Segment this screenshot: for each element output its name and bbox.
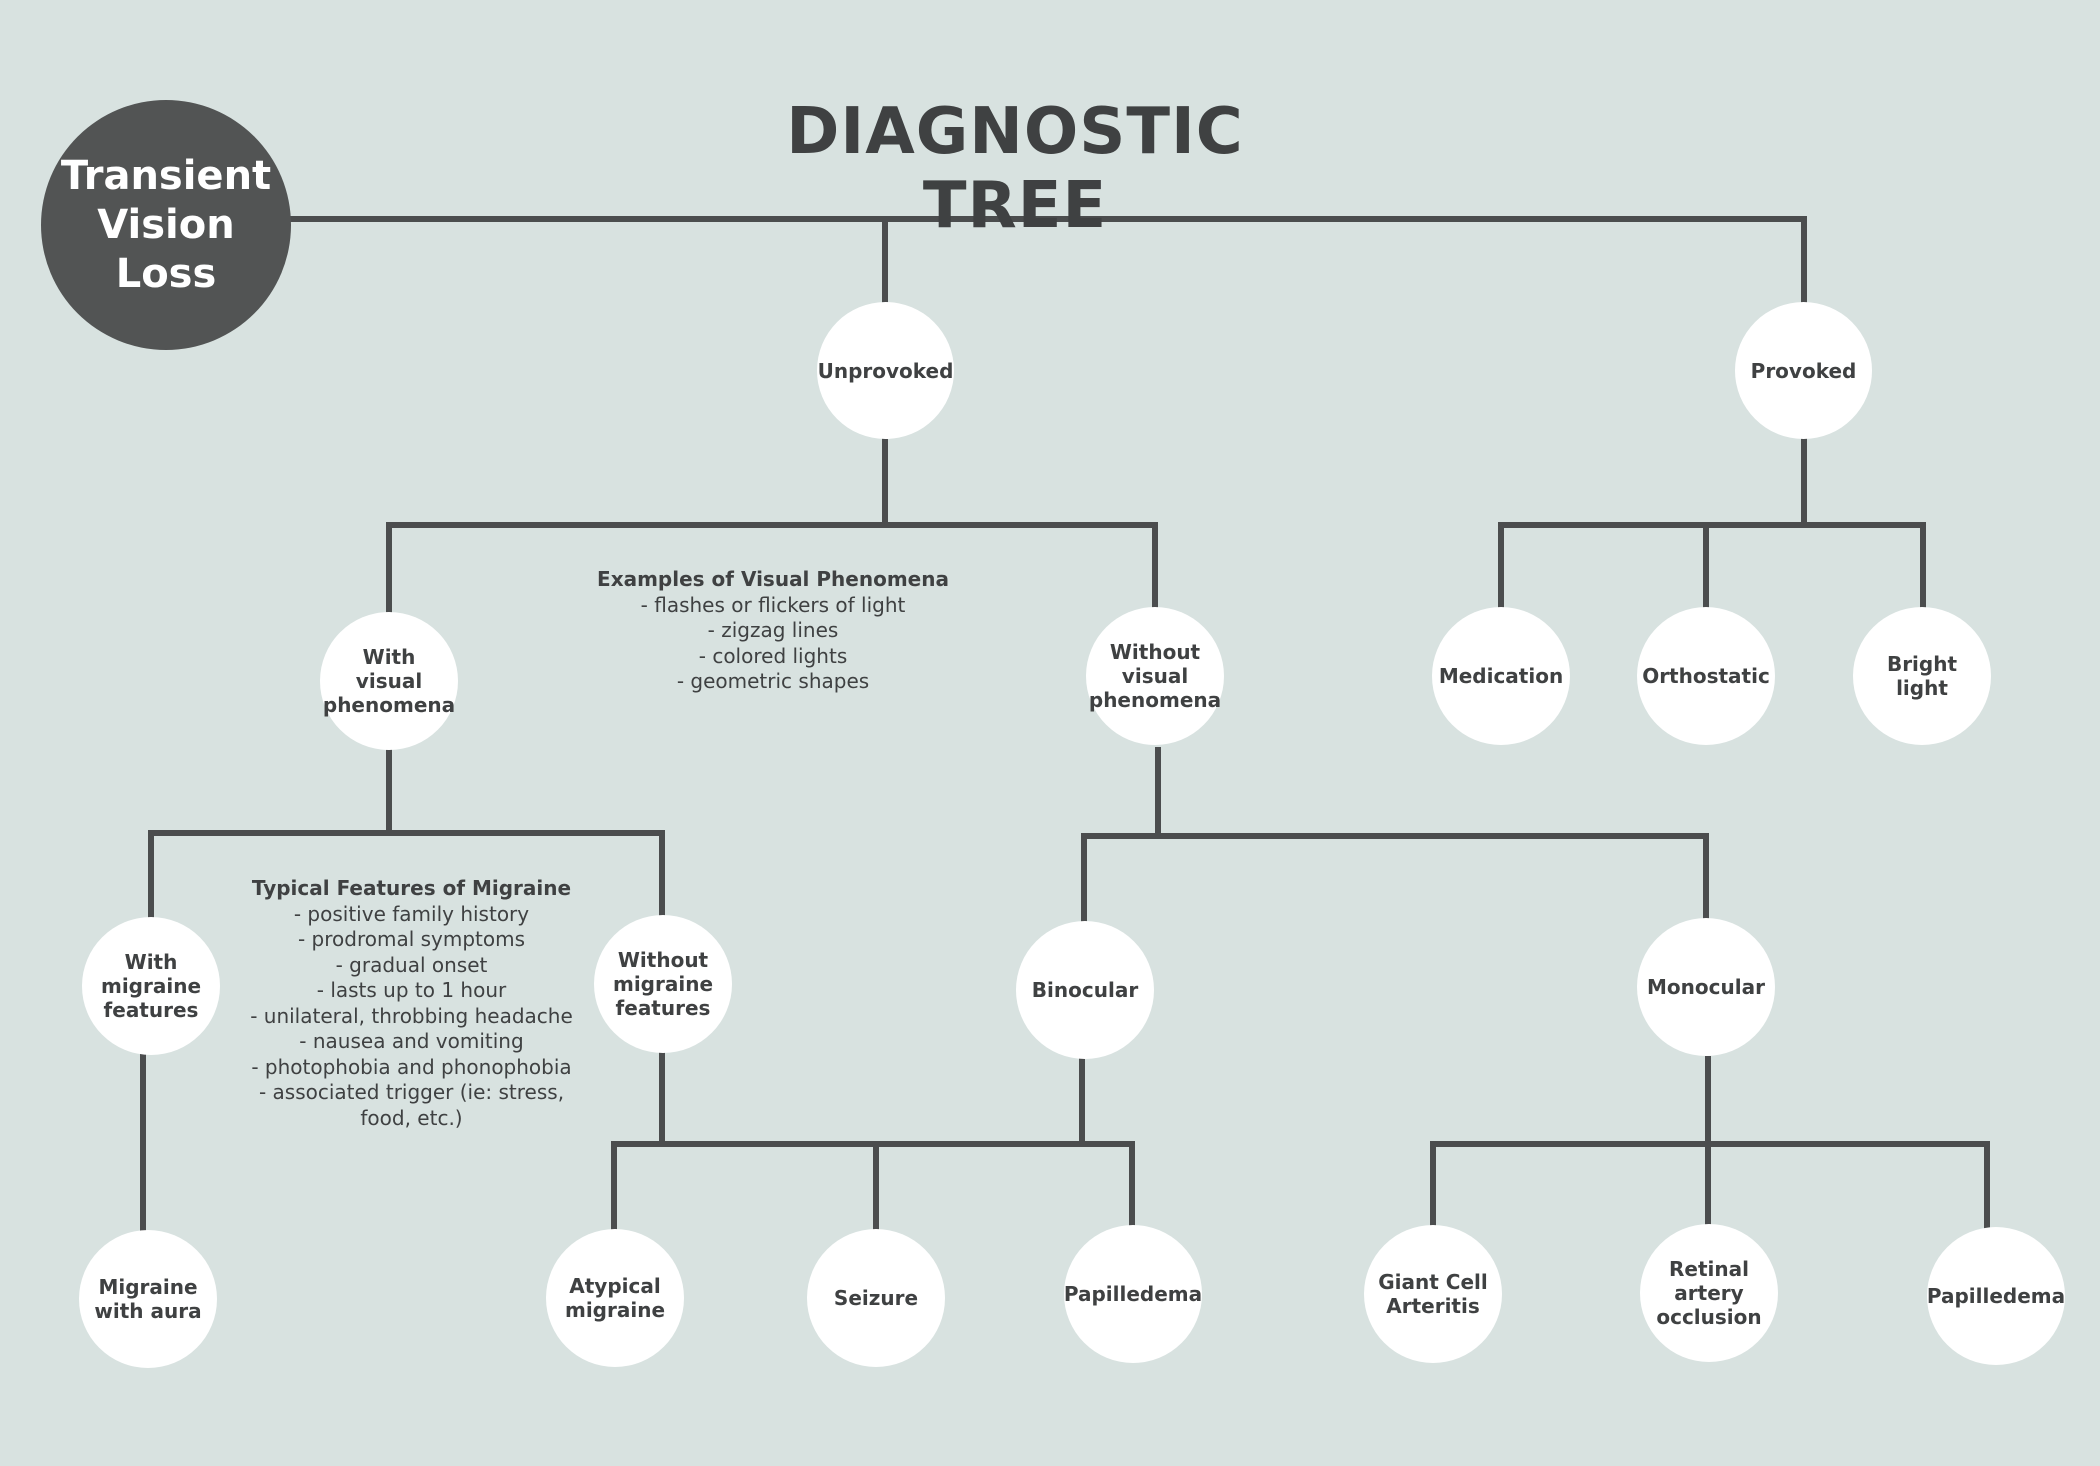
node-orthostatic: Orthostatic (1637, 607, 1775, 745)
node-binocular: Binocular (1016, 921, 1154, 1059)
list-item: - zigzag lines (707, 618, 839, 642)
node-papilledema-monocular: Papilledema (1927, 1227, 2065, 1365)
page-title: DIAGNOSTIC TREE (786, 95, 1244, 243)
migraine-features-list: - positive family history - prodromal sy… (244, 902, 579, 1132)
list-item: - prodromal symptoms (297, 927, 526, 951)
node-without-migraine-features: Without migraine features (594, 915, 732, 1053)
node-with-visual-phenomena: With visual phenomena (320, 612, 458, 750)
visual-phenomena-note: Examples of Visual Phenomena - flashes o… (583, 567, 963, 695)
list-item: - unilateral, throbbing headache (250, 1003, 573, 1028)
list-item: - geometric shapes (676, 669, 870, 693)
list-item: - lasts up to 1 hour (316, 978, 507, 1002)
migraine-features-note-heading: Typical Features of Migraine (251, 876, 572, 900)
list-item: - photophobia and phonophobia (251, 1054, 572, 1079)
list-item: - positive family history (293, 901, 530, 926)
node-seizure: Seizure (807, 1229, 945, 1367)
node-provoked: Provoked (1735, 302, 1872, 439)
migraine-features-note: Typical Features of Migraine - positive … (244, 876, 579, 1131)
list-item: - associated trigger (ie: stress, food, … (258, 1080, 565, 1130)
node-monocular: Monocular (1637, 918, 1775, 1056)
node-with-migraine-features: With migraine features (82, 917, 220, 1055)
node-medication: Medication (1432, 607, 1570, 745)
node-without-visual-phenomena: Without visual phenomena (1086, 607, 1224, 745)
node-giant-cell-arteritis: Giant Cell Arteritis (1364, 1225, 1502, 1363)
root-node-transient-vision-loss: Transient Vision Loss (41, 100, 291, 350)
node-bright-light: Bright light (1853, 607, 1991, 745)
node-migraine-with-aura: Migraine with aura (79, 1230, 217, 1368)
visual-phenomena-list: - flashes or flickers of light - zigzag … (583, 593, 963, 695)
list-item: - flashes or flickers of light (640, 592, 906, 617)
list-item: - gradual onset (335, 952, 488, 977)
node-papilledema-binocular: Papilledema (1064, 1225, 1202, 1363)
visual-phenomena-note-heading: Examples of Visual Phenomena (597, 567, 949, 591)
node-unprovoked: Unprovoked (817, 302, 954, 439)
node-atypical-migraine: Atypical migraine (546, 1229, 684, 1367)
list-item: - nausea and vomiting (299, 1029, 524, 1053)
list-item: - colored lights (698, 643, 848, 668)
node-retinal-artery-occlusion: Retinal artery occlusion (1640, 1224, 1778, 1362)
